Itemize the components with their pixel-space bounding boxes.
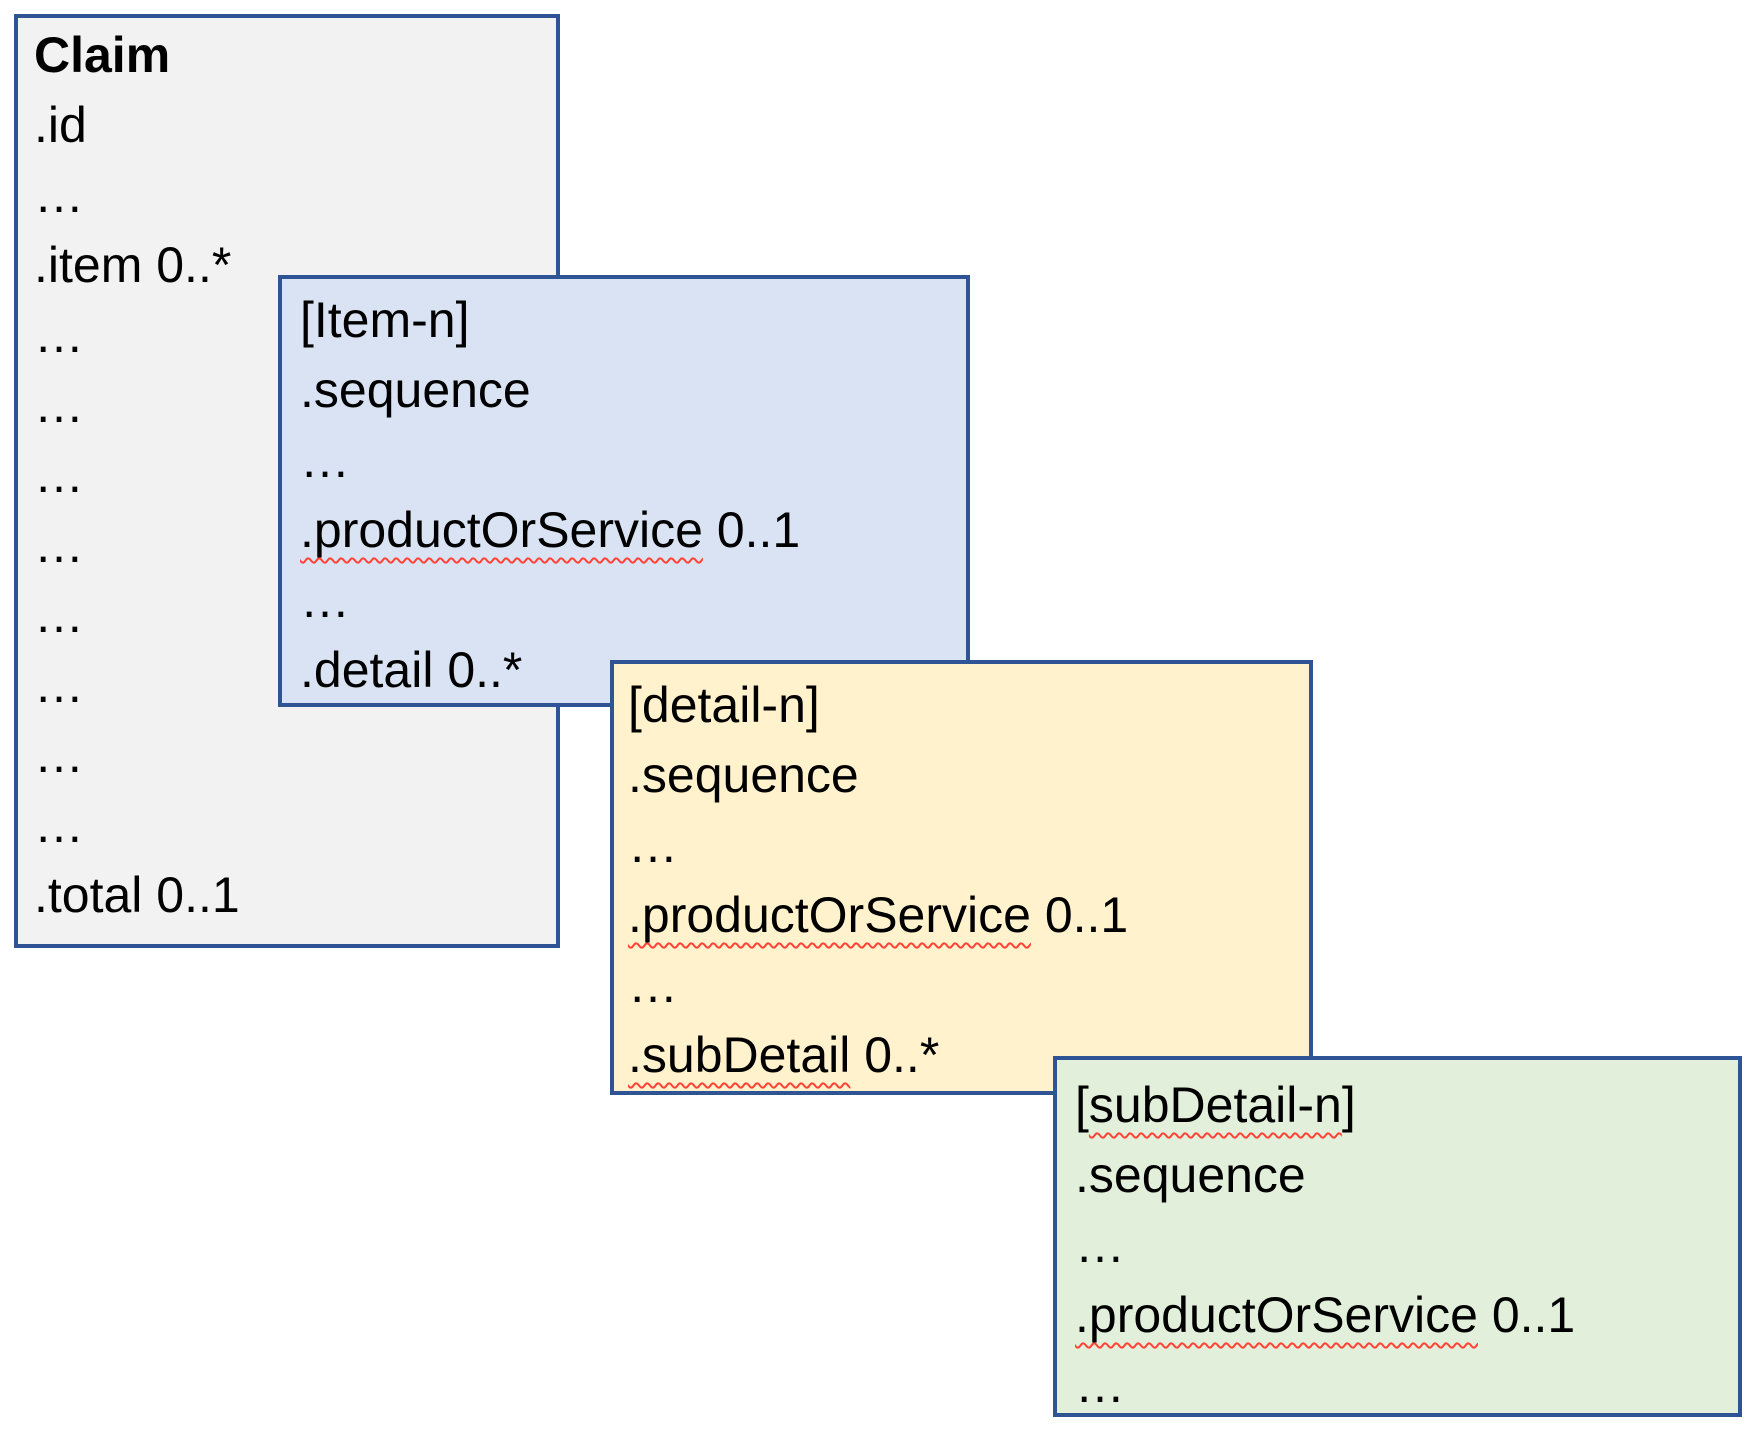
ellipsis-line: … — [34, 517, 84, 573]
ellipsis-line: … — [300, 572, 350, 628]
subdetail-title: [subDetail-n] — [1075, 1077, 1356, 1133]
ellipsis-line: … — [34, 727, 84, 783]
field-item: .item 0..* — [34, 237, 232, 293]
ellipsis-line: … — [628, 817, 678, 873]
ellipsis-line: … — [34, 377, 84, 433]
misspelled-word: .subDetail — [628, 1027, 851, 1083]
field-sequence: .sequence — [628, 747, 859, 803]
field-detail: .detail 0..* — [300, 642, 523, 698]
field-id: .id — [34, 97, 87, 153]
ellipsis-line: … — [34, 447, 84, 503]
field-productOrService: .productOrService 0..1 — [628, 887, 1129, 943]
field-sequence: .sequence — [300, 362, 531, 418]
field-productOrService: .productOrService 0..1 — [1075, 1287, 1576, 1343]
ellipsis-line: … — [1075, 1357, 1125, 1413]
misspelled-word: subDetail-n — [1088, 1077, 1342, 1133]
ellipsis-line: … — [1075, 1217, 1125, 1273]
ellipsis-line: … — [34, 307, 84, 363]
field-subDetail: .subDetail 0..* — [628, 1027, 940, 1083]
misspelled-word: .productOrService — [1075, 1287, 1478, 1343]
ellipsis-line: … — [34, 167, 84, 223]
detail-box: [detail-n] .sequence … .productOrService… — [610, 660, 1313, 1095]
item-title: [Item-n] — [300, 292, 470, 348]
misspelled-word: .productOrService — [300, 502, 703, 558]
ellipsis-line: … — [34, 797, 84, 853]
misspelled-word: .productOrService — [628, 887, 1031, 943]
subdetail-box: [subDetail-n] .sequence … .productOrServ… — [1053, 1056, 1742, 1417]
field-sequence: .sequence — [1075, 1147, 1306, 1203]
claim-title: Claim — [34, 27, 171, 83]
ellipsis-line: … — [34, 587, 84, 643]
field-productOrService: .productOrService 0..1 — [300, 502, 801, 558]
ellipsis-line: … — [34, 657, 84, 713]
field-total: .total 0..1 — [34, 867, 240, 923]
detail-title: [detail-n] — [628, 677, 820, 733]
ellipsis-line: … — [300, 432, 350, 488]
ellipsis-line: … — [628, 957, 678, 1013]
item-box: [Item-n] .sequence … .productOrService 0… — [278, 275, 970, 707]
